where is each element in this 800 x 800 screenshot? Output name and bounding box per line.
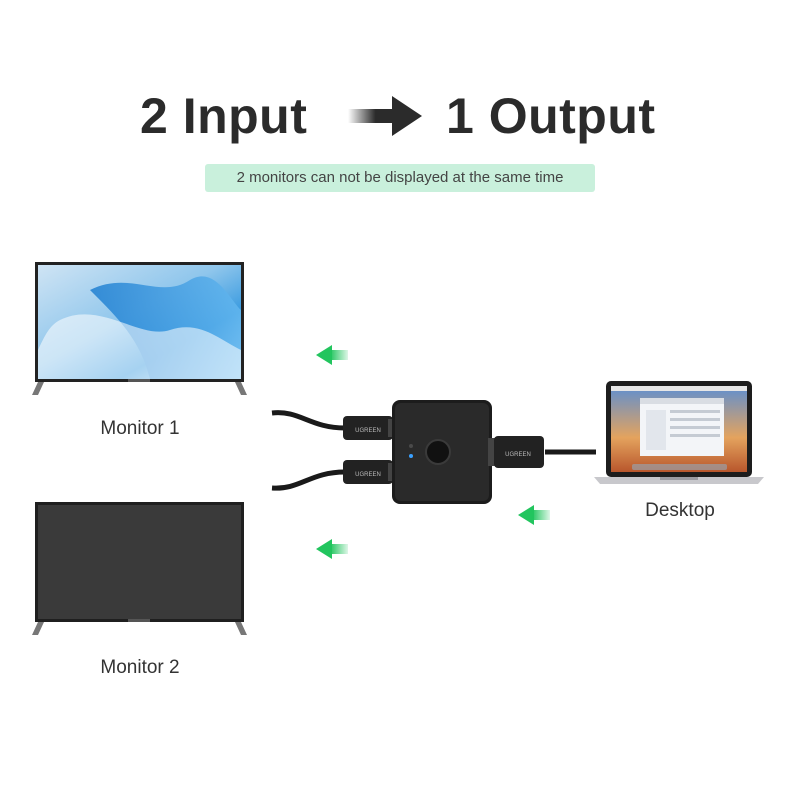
laptop — [594, 381, 764, 484]
brand-label-3: UGREEN — [505, 452, 531, 458]
flow-arrow-to-monitor1 — [316, 345, 348, 365]
monitor-1 — [32, 262, 247, 395]
hdmi-plug-1: UGREEN — [343, 416, 396, 440]
brand-label-2: UGREEN — [355, 472, 381, 478]
hdmi-plug-out: UGREEN — [488, 436, 544, 468]
monitor-2-label: Monitor 2 — [100, 657, 180, 678]
output-count-label: 1 Output — [446, 88, 656, 144]
desktop-label: Desktop — [645, 500, 715, 521]
cable-monitor2 — [271, 469, 346, 491]
flow-arrow-to-monitor2 — [316, 539, 348, 559]
headline: 2 Input 1 Output — [0, 84, 800, 148]
brand-label-1: UGREEN — [355, 428, 381, 434]
hdmi-plug-2: UGREEN — [343, 460, 396, 484]
flow-arrow-from-desktop — [518, 505, 550, 525]
input-count-label: 2 Input — [140, 88, 308, 144]
monitor-2 — [32, 502, 247, 635]
hdmi-switch — [392, 400, 492, 504]
arrow-right-icon — [348, 96, 422, 136]
cable-monitor1 — [271, 410, 346, 431]
monitor-1-label: Monitor 1 — [100, 418, 180, 439]
notice-badge: 2 monitors can not be displayed at the s… — [205, 164, 595, 192]
